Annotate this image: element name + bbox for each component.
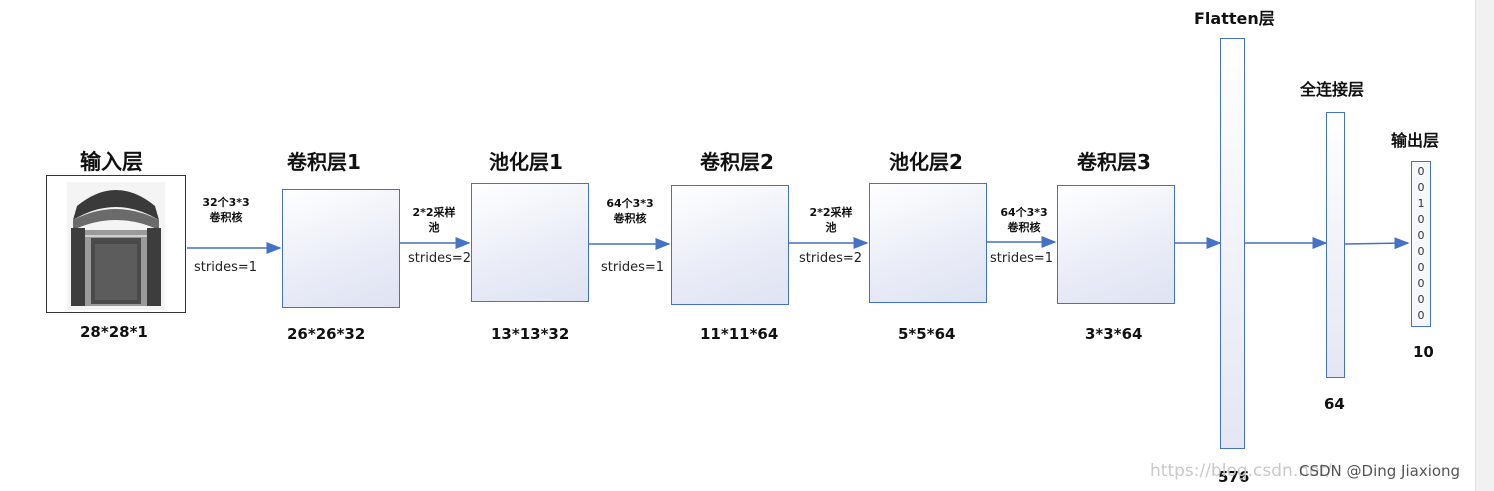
edge2-op-line1: 2*2采样 bbox=[412, 206, 456, 219]
edge1-op-label: 32个3*3 卷积核 bbox=[191, 195, 261, 225]
output-digit: 0 bbox=[1417, 165, 1425, 178]
output-digit: 0 bbox=[1417, 181, 1425, 194]
edge5-op-line2: 卷积核 bbox=[1007, 221, 1041, 234]
edge4-strides: strides=2 bbox=[799, 251, 863, 266]
page-scrollbar[interactable] bbox=[1475, 0, 1494, 491]
coat-icon bbox=[67, 182, 165, 310]
flatten-dims: 576 bbox=[1218, 468, 1250, 486]
pool1-dims: 13*13*32 bbox=[491, 325, 570, 343]
edge5-strides: strides=1 bbox=[990, 251, 1054, 266]
output-dims: 10 bbox=[1413, 343, 1434, 361]
edge2-op-line2: 池 bbox=[428, 221, 440, 234]
edge3-op-line2: 卷积核 bbox=[613, 212, 647, 225]
output-digit: 1 bbox=[1417, 197, 1425, 210]
output-title: 输出层 bbox=[1391, 131, 1440, 150]
watermark-url: https://blog.csdn.net/ bbox=[1150, 461, 1332, 481]
pool1-title: 池化层1 bbox=[489, 150, 563, 174]
pool2-box bbox=[869, 183, 987, 303]
conv2-title: 卷积层2 bbox=[700, 150, 774, 174]
edge5-op-label: 64个3*3 卷积核 bbox=[989, 205, 1059, 235]
output-digit: 0 bbox=[1417, 213, 1425, 226]
csdn-credit: CSDN @Ding Jiaxiong bbox=[1299, 462, 1461, 480]
conv1-dims: 26*26*32 bbox=[287, 325, 366, 343]
dense-title: 全连接层 bbox=[1300, 80, 1365, 99]
input-image-frame bbox=[46, 175, 186, 313]
pool1-box bbox=[471, 183, 589, 302]
edge3-op-line1: 64个3*3 bbox=[606, 197, 654, 210]
conv3-dims: 3*3*64 bbox=[1085, 325, 1143, 343]
flatten-title: Flatten层 bbox=[1194, 9, 1275, 28]
conv2-dims: 11*11*64 bbox=[700, 325, 779, 343]
output-digit: 0 bbox=[1417, 261, 1425, 274]
dense-dims: 64 bbox=[1324, 395, 1345, 413]
edge1-op-line1: 32个3*3 bbox=[202, 196, 250, 209]
edge3-strides: strides=1 bbox=[601, 260, 665, 275]
edge1-op-line2: 卷积核 bbox=[209, 211, 243, 224]
edge2-op-label: 2*2采样 池 bbox=[399, 205, 469, 235]
output-box: 0 0 1 0 0 0 0 0 0 0 bbox=[1411, 161, 1431, 327]
output-digit: 0 bbox=[1417, 277, 1425, 290]
input-layer-dims: 28*28*1 bbox=[80, 323, 148, 341]
edge3-op-label: 64个3*3 卷积核 bbox=[595, 196, 665, 226]
pool2-dims: 5*5*64 bbox=[898, 325, 956, 343]
edge2-strides: strides=2 bbox=[408, 251, 472, 266]
arrow-dense-output bbox=[1344, 237, 1410, 250]
output-digit: 0 bbox=[1417, 245, 1425, 258]
edge4-op-line1: 2*2采样 bbox=[809, 206, 853, 219]
dense-box bbox=[1326, 112, 1345, 378]
conv1-title: 卷积层1 bbox=[287, 150, 361, 174]
conv3-title: 卷积层3 bbox=[1077, 150, 1151, 174]
pool2-title: 池化层2 bbox=[889, 150, 963, 174]
conv1-box bbox=[282, 189, 400, 308]
output-digit: 0 bbox=[1417, 309, 1425, 322]
conv2-box bbox=[671, 185, 789, 305]
output-digit: 0 bbox=[1417, 293, 1425, 306]
edge1-strides: strides=1 bbox=[194, 260, 258, 275]
input-layer-title: 输入层 bbox=[80, 150, 143, 174]
edge4-op-label: 2*2采样 池 bbox=[796, 205, 866, 235]
conv3-box bbox=[1057, 185, 1175, 304]
output-digit: 0 bbox=[1417, 229, 1425, 242]
edge4-op-line2: 池 bbox=[825, 221, 837, 234]
flatten-box bbox=[1220, 38, 1245, 449]
edge5-op-line1: 64个3*3 bbox=[1000, 206, 1048, 219]
